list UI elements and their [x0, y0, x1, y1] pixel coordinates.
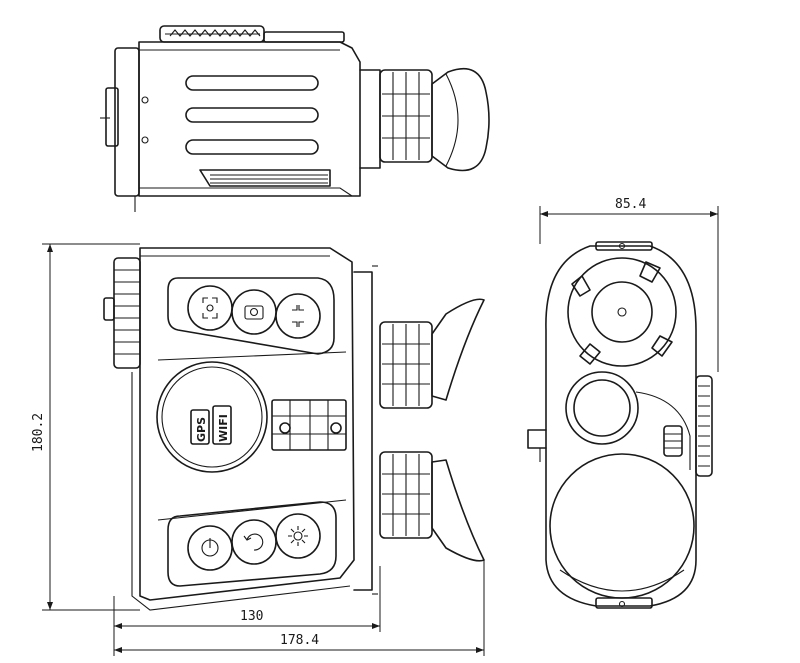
side-view: GPS WIFI: [103, 247, 485, 611]
dimension-width: 85.4: [539, 197, 719, 372]
height-dimension-label: 180.2: [31, 413, 46, 452]
wifi-label: WIFI: [217, 414, 230, 442]
body-length-dimension-label: 130: [240, 609, 263, 624]
brightness-icon: [288, 526, 308, 546]
gps-label: GPS: [195, 417, 208, 442]
total-length-dimension-label: 178.4: [280, 633, 319, 648]
zoom-icon: [202, 297, 218, 319]
dimension-total-length: 178.4: [114, 560, 485, 656]
width-dimension-label: 85.4: [615, 197, 646, 212]
dimension-height: 180.2: [31, 243, 140, 611]
front-view: [527, 241, 713, 609]
dimension-body-length: 130: [113, 566, 381, 656]
refresh-icon: [243, 533, 264, 551]
top-view: [100, 25, 490, 212]
camera-icon: [244, 305, 264, 320]
power-icon: [201, 538, 219, 557]
zoom-out-icon: [292, 305, 304, 327]
